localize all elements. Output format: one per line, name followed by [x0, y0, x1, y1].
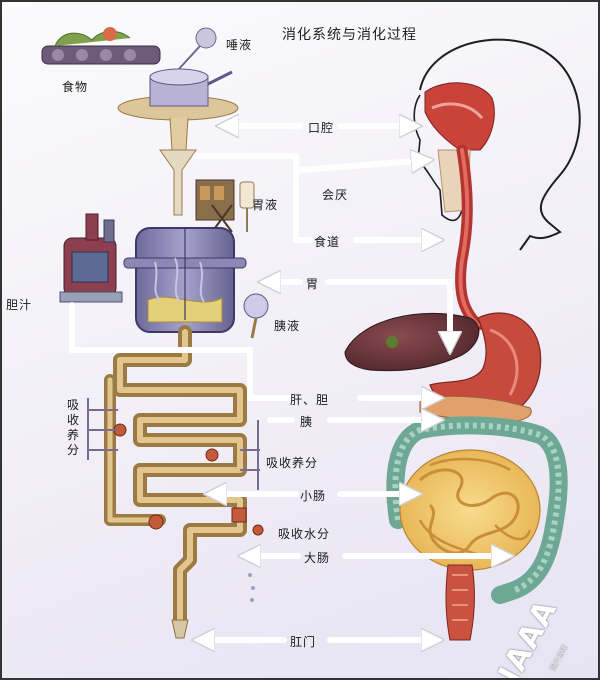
label-anus: 肛门	[290, 635, 317, 649]
small-intestine-shape	[399, 449, 541, 571]
pancreatic-juice-bulb	[243, 293, 269, 339]
rectum-shape	[445, 564, 475, 641]
label-epiglottis: 会厌	[322, 188, 349, 202]
machine-nozzle	[171, 573, 255, 639]
nutrient-taps-right	[240, 420, 260, 490]
label-liver-gallbladder: 肝、胆	[290, 393, 330, 407]
gastric-juice-machine	[195, 179, 255, 233]
label-pancreas: 胰	[300, 415, 314, 429]
stomach-tank	[123, 227, 247, 333]
nutrient-taps-left	[87, 398, 118, 460]
intestine-pipes	[104, 325, 247, 627]
label-mouth: 口腔	[308, 121, 335, 135]
esophagus-funnel	[159, 149, 197, 216]
food-conveyor	[41, 27, 161, 65]
connector-arrows	[69, 126, 510, 640]
label-absorb-water: 吸收水分	[278, 527, 331, 541]
label-pancreatic-juice: 胰液	[274, 319, 301, 333]
label-large-intestine: 大肠	[304, 551, 331, 565]
label-food: 食物	[62, 80, 89, 94]
label-esophagus: 食道	[314, 235, 341, 249]
label-absorb-nutrients-right: 吸收养分	[266, 456, 319, 470]
bile-machine	[59, 213, 123, 303]
label-stomach: 胃	[306, 277, 320, 291]
saliva-bulb	[177, 27, 217, 71]
liver-shape	[344, 312, 480, 372]
diagram-title: 消化系统与消化过程	[282, 27, 417, 43]
label-absorb-nutrients-left: 吸收养分	[66, 398, 79, 457]
label-saliva: 唾液	[226, 38, 253, 52]
mouth-grinder	[117, 68, 239, 151]
label-gastric-juice: 胃液	[252, 198, 279, 212]
human-head-outline	[413, 38, 581, 251]
label-bile: 胆汁	[6, 298, 33, 312]
label-small-intestine: 小肠	[300, 489, 327, 503]
